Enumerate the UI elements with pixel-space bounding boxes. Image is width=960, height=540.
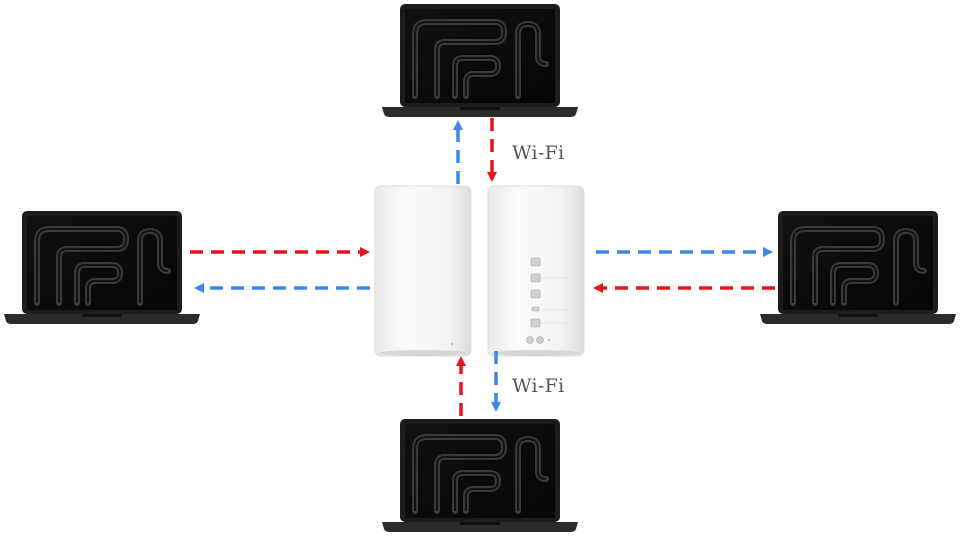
laptop-icon <box>760 211 956 324</box>
laptop-left <box>4 211 200 324</box>
router-icon <box>374 185 472 357</box>
router-front <box>374 185 472 357</box>
wifi-label-top: Wi-Fi <box>512 142 565 164</box>
laptop-top <box>382 4 578 117</box>
wifi-label-bottom: Wi-Fi <box>512 375 565 397</box>
router-back <box>487 185 585 357</box>
laptop-icon <box>4 211 200 324</box>
laptop-bottom <box>382 419 578 532</box>
laptop-icon <box>382 419 578 532</box>
laptop-right <box>760 211 956 324</box>
router-ports <box>530 257 541 328</box>
router-icon <box>487 185 585 357</box>
laptop-icon <box>382 4 578 117</box>
